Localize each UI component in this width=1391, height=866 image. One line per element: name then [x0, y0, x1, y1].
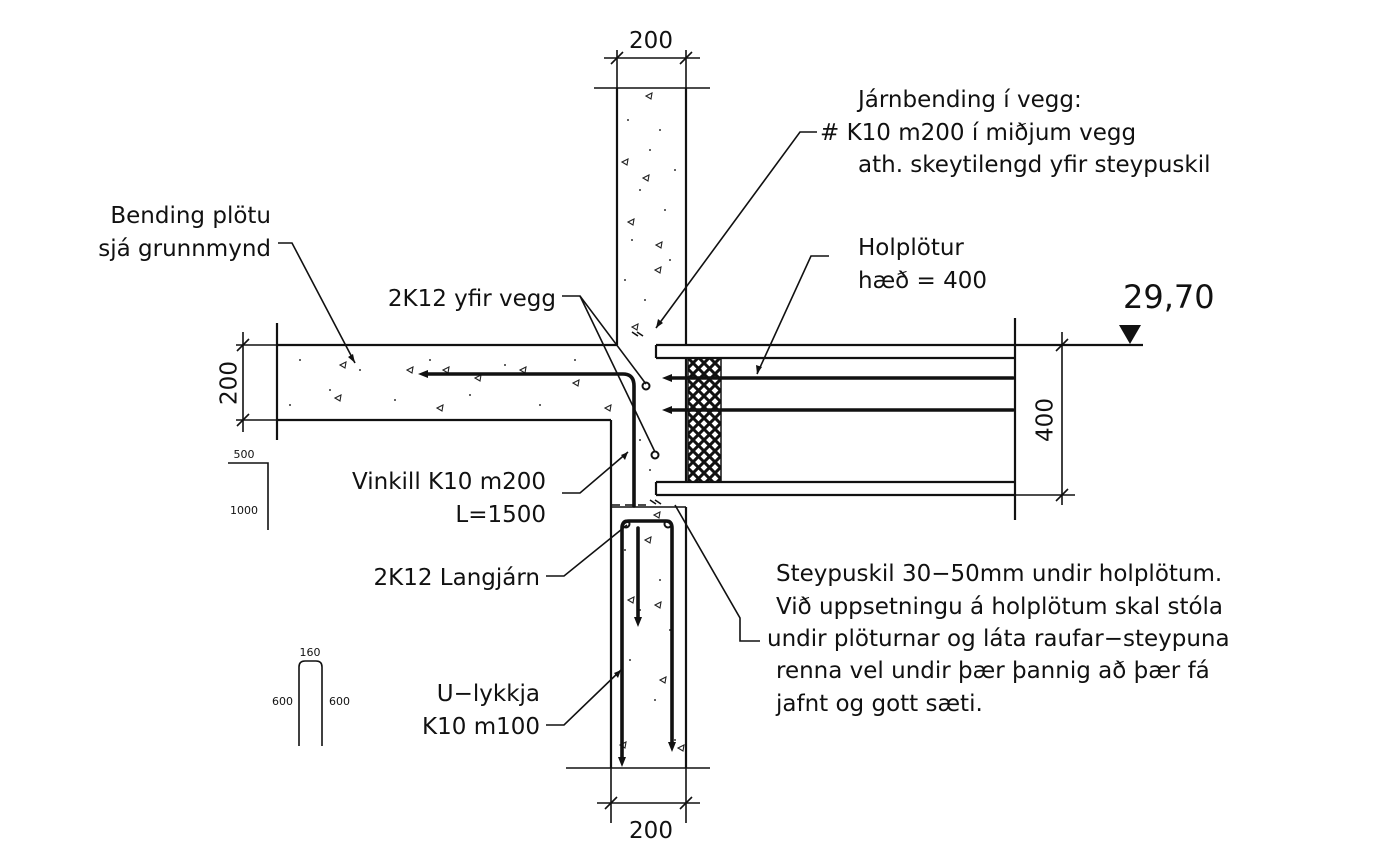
- svg-text:U−lykkja: U−lykkja: [437, 681, 540, 707]
- label-slab-rebar: Bending plötu sjá grunnmynd: [98, 203, 271, 262]
- svg-text:500: 500: [234, 448, 255, 461]
- label-bars-over-wall: 2K12 yfir vegg: [388, 286, 556, 312]
- angle-bar-shape: 500 1000: [228, 448, 269, 530]
- svg-text:Holplötur: Holplötur: [858, 235, 964, 261]
- svg-text:600: 600: [329, 695, 350, 708]
- dim-slab-label: 200: [217, 361, 243, 405]
- slab-bar: [418, 370, 636, 508]
- label-u-loop: U−lykkja K10 m100: [422, 681, 540, 740]
- svg-text:160: 160: [300, 646, 321, 659]
- label-construction-joint: Steypuskil 30−50mm undir holplötum. Við …: [767, 561, 1230, 717]
- leader-lines: [278, 131, 829, 726]
- dim-slab: 200: [217, 332, 277, 432]
- dim-bottom: 200: [597, 768, 700, 844]
- u-bar-shape: 160 600 600: [272, 646, 350, 746]
- label-angle-bar: Vinkill K10 m200 L=1500: [352, 469, 546, 528]
- svg-text:600: 600: [272, 695, 293, 708]
- svg-text:1000: 1000: [230, 504, 258, 517]
- dim-top: 200: [604, 28, 700, 88]
- svg-text:Vinkill K10 m200: Vinkill K10 m200: [352, 469, 546, 495]
- svg-text:renna vel undir þær þannig að: renna vel undir þær þannig að þær fá: [776, 658, 1210, 684]
- label-wall-rebar: Járnbending í vegg: # K10 m200 í miðjum …: [820, 87, 1210, 178]
- svg-text:hæð = 400: hæð = 400: [858, 268, 987, 294]
- elevation-marker: 29,70: [1119, 278, 1215, 344]
- svg-text:ath. skeytilengd yfir steypusk: ath. skeytilengd yfir steypuskil: [858, 152, 1210, 178]
- elevation-label: 29,70: [1123, 278, 1215, 316]
- svg-text:Við uppsetningu á holplötum sk: Við uppsetningu á holplötum skal stóla: [776, 594, 1223, 620]
- dim-hollowcore-label: 400: [1033, 398, 1059, 442]
- dim-bottom-label: 200: [629, 818, 673, 844]
- svg-text:undir plöturnar og láta raufar: undir plöturnar og láta raufar−steypuna: [767, 626, 1230, 652]
- svg-text:jafnt og gott sæti.: jafnt og gott sæti.: [775, 691, 983, 717]
- u-loop-bar: [618, 519, 676, 767]
- construction-joint-dashes: [612, 331, 662, 506]
- wall-lower: [566, 506, 710, 769]
- label-longitudinal-bars: 2K12 Langjárn: [374, 565, 541, 591]
- svg-text:Bending plötu: Bending plötu: [110, 203, 271, 229]
- hollowcore-slab: [654, 318, 1143, 520]
- label-hollowcore: Holplötur hæð = 400: [858, 235, 987, 294]
- dim-top-label: 200: [629, 28, 673, 54]
- wall-upper: [594, 87, 710, 345]
- svg-text:Steypuskil 30−50mm undir holpl: Steypuskil 30−50mm undir holplötum.: [776, 561, 1222, 587]
- svg-text:Járnbending í vegg:: Járnbending í vegg:: [856, 87, 1082, 113]
- hollowcore-bars: [662, 374, 1015, 414]
- svg-text:sjá grunnmynd: sjá grunnmynd: [98, 236, 271, 262]
- aggregate-triangles: [333, 92, 685, 752]
- svg-text:K10 m100: K10 m100: [422, 714, 540, 740]
- svg-text:# K10 m200 í miðjum vegg: # K10 m200 í miðjum vegg: [820, 120, 1136, 146]
- dim-hollowcore: 400: [1015, 332, 1075, 505]
- svg-text:L=1500: L=1500: [455, 502, 546, 528]
